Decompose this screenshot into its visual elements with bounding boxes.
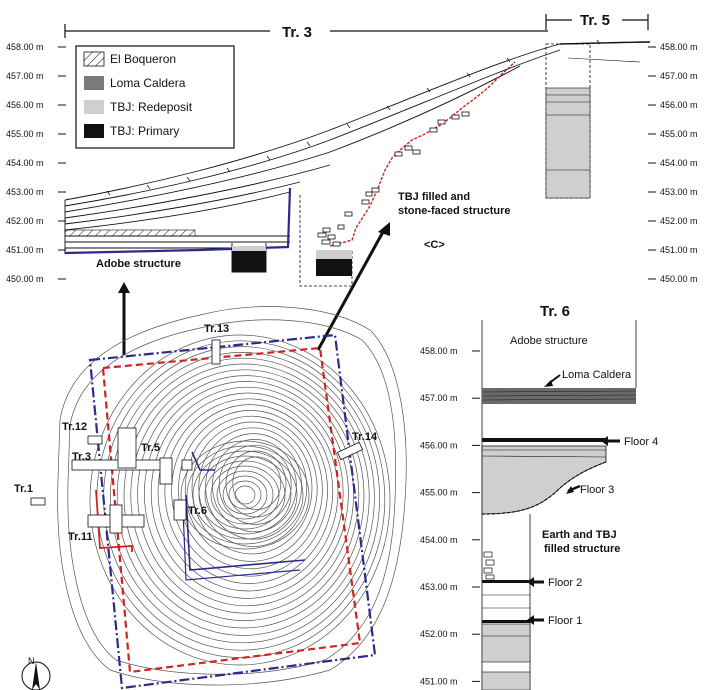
left-elevation-label: 457.00 m	[6, 71, 44, 81]
left-elevation-label: 453.00 m	[6, 187, 44, 197]
north-arrow-icon: N	[21, 656, 51, 690]
left-elevation-label: 452.00 m	[6, 216, 44, 226]
right-elevation-label: 455.00 m	[660, 129, 698, 139]
floor4-band	[482, 438, 606, 442]
floor3-label: Floor 3	[580, 484, 614, 496]
earth-tbj-label-1: Earth and TBJ	[542, 529, 617, 541]
tr6-elevation-label: 458.00 m	[420, 346, 458, 356]
right-elevation-label: 458.00 m	[660, 42, 698, 52]
loma-caldera-label: Loma Caldera	[562, 369, 632, 381]
left-elevation-label: 455.00 m	[6, 129, 44, 139]
legend-label-loma: Loma Caldera	[110, 76, 186, 90]
legend-swatch-primary	[84, 124, 104, 138]
tr6-elevation-label: 455.00 m	[420, 488, 458, 498]
pit-1	[231, 243, 267, 273]
adobe-structure-label: Adobe structure	[96, 258, 181, 270]
tr14-box	[336, 441, 364, 461]
surface-ticks	[106, 39, 601, 196]
tr3-profile	[64, 41, 651, 254]
legend-label-redeposit: TBJ: Redeposit	[110, 100, 193, 114]
tr6-elevation-scale: 458.00 m 457.00 m 456.00 m 455.00 m 454.00 m…	[420, 346, 480, 686]
right-elevation-scale: 458.00 m 457.00 m 456.00 m 455.00 m 454.00 m…	[648, 42, 698, 284]
tr5-box	[117, 427, 137, 469]
floor2-band	[482, 580, 530, 583]
left-elevation-label: 450.00 m	[6, 274, 44, 284]
plan-view: Tr.1 Tr.3 Tr.5 Tr.6 Tr.11 Tr.12 Tr.13 Tr…	[14, 306, 407, 690]
earth-tbj-label-2: filled structure	[544, 543, 620, 555]
tr12-box	[87, 435, 103, 445]
arrow-adobe	[118, 282, 130, 355]
floor2-label: Floor 2	[548, 577, 582, 589]
tr13-box	[211, 339, 221, 365]
right-elevation-label: 456.00 m	[660, 100, 698, 110]
right-elevation-label: 452.00 m	[660, 216, 698, 226]
trench-label-tr13: Tr.13	[204, 323, 229, 335]
trench-label-tr5: Tr.5	[141, 442, 160, 454]
legend-swatch-loma	[84, 76, 104, 90]
tr5-sub	[159, 457, 173, 485]
tr1-box	[30, 497, 46, 506]
legend-swatch-boqueron	[83, 51, 105, 67]
stones	[317, 111, 470, 247]
section-c-label: <C>	[424, 239, 445, 251]
tbj-filled-label-2: stone-faced structure	[398, 205, 510, 217]
tr5-column	[545, 43, 641, 199]
trench-label-tr6: Tr.6	[188, 505, 207, 517]
right-elevation-label: 457.00 m	[660, 71, 698, 81]
right-elevation-label: 451.00 m	[660, 245, 698, 255]
trench-label-tr12: Tr.12	[62, 421, 87, 433]
tr6-elevation-label: 451.00 m	[420, 676, 458, 686]
plan-outer-boundary	[88, 333, 377, 690]
tr3-title: Tr. 3	[282, 24, 312, 41]
tr6-elevation-label: 457.00 m	[420, 393, 458, 403]
left-elevation-scale: 458.00 m 457.00 m 456.00 m 455.00 m 454.00 m…	[6, 42, 66, 284]
floor1-label: Floor 1	[548, 615, 582, 627]
tr6-box	[173, 499, 187, 521]
el-boqueron-lens	[64, 229, 196, 237]
tr6-elevation-label: 452.00 m	[420, 629, 458, 639]
tr6-adobe-label: Adobe structure	[510, 335, 588, 347]
trench-label-tr11: Tr.11	[68, 531, 92, 543]
floor1-band	[482, 620, 530, 623]
left-elevation-label: 458.00 m	[6, 42, 44, 52]
left-elevation-label: 456.00 m	[6, 100, 44, 110]
trench-label-tr3: Tr.3	[72, 451, 91, 463]
pit-2	[299, 195, 353, 287]
tr6-elevation-label: 453.00 m	[420, 582, 458, 592]
tr5-title: Tr. 5	[580, 12, 610, 29]
plan-inner-boundary	[101, 346, 362, 674]
trench-label-tr1: Tr.1	[14, 483, 33, 495]
right-elevation-label: 454.00 m	[660, 158, 698, 168]
left-elevation-label: 454.00 m	[6, 158, 44, 168]
trench-label-tr14: Tr.14	[352, 431, 378, 443]
arrow-stone	[316, 222, 390, 351]
left-elevation-label: 451.00 m	[6, 245, 44, 255]
north-label: N	[28, 656, 35, 666]
right-elevation-label: 453.00 m	[660, 187, 698, 197]
tbj-filled-label-1: TBJ filled and	[398, 191, 470, 203]
floor4-label: Floor 4	[624, 436, 658, 448]
tr5-header: Tr. 5	[545, 12, 649, 30]
legend: El Boqueron Loma Caldera TBJ: Redeposit …	[75, 45, 235, 149]
tr6-elevation-label: 454.00 m	[420, 535, 458, 545]
tr6-elevation-label: 456.00 m	[420, 440, 458, 450]
tr11-sub	[109, 504, 123, 534]
legend-swatch-redeposit	[84, 100, 104, 114]
tr6-title: Tr. 6	[540, 303, 570, 320]
legend-label-primary: TBJ: Primary	[110, 124, 179, 138]
legend-label-boqueron: El Boqueron	[110, 52, 176, 66]
right-elevation-label: 450.00 m	[660, 274, 698, 284]
adobe-structure-line	[64, 187, 292, 255]
stone-faced-line	[329, 61, 516, 247]
tr3-header: Tr. 3	[64, 24, 548, 41]
tr5-sub2	[181, 459, 193, 471]
